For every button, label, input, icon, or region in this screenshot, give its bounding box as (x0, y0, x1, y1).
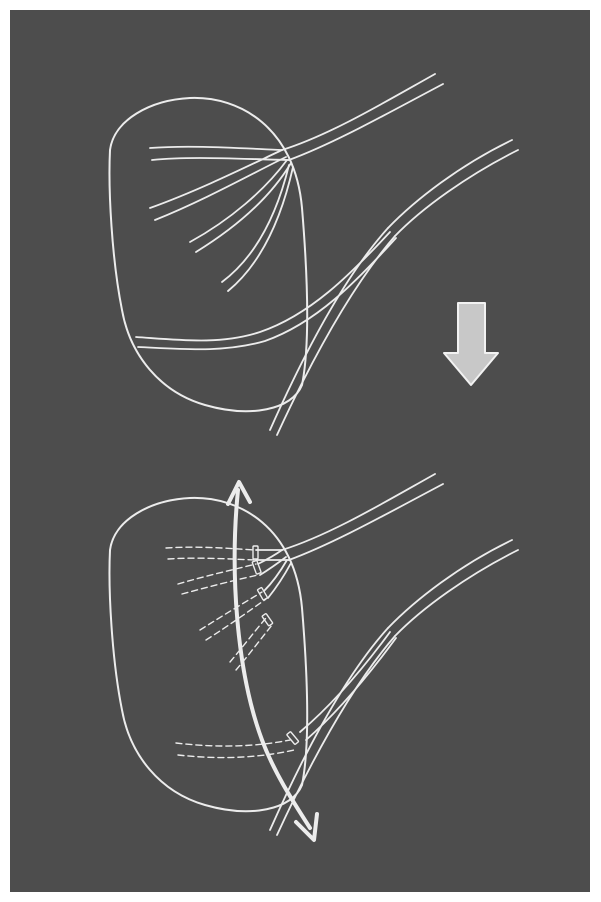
figure-background (10, 10, 590, 892)
anatomical-diagram (10, 10, 590, 892)
